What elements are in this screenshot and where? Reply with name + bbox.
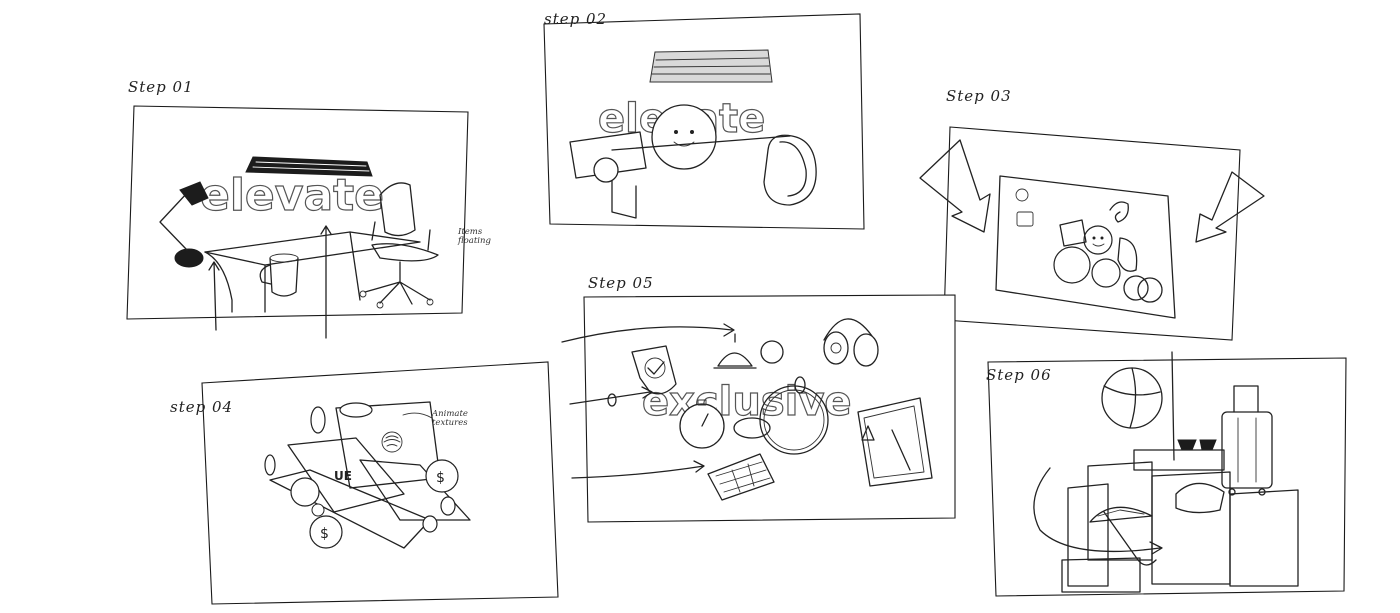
frame-1-wordart: elevate (200, 170, 384, 221)
svg-text:UE: UE (334, 469, 352, 483)
keypad-icon (707, 453, 775, 501)
podiums (1061, 449, 1299, 593)
warning-tablet-icon (857, 397, 933, 487)
note-animate-textures: Animate textures (432, 409, 468, 428)
service-bell-icon (713, 333, 757, 369)
keyboard-icon (245, 156, 373, 177)
frame-step-01: elevate (126, 105, 469, 339)
frame-step-03 (919, 126, 1265, 341)
arrow-right-icon (919, 139, 991, 233)
step-01-label: Step 01 (128, 78, 194, 96)
headphones-icon (823, 318, 879, 367)
step-06-label: Step 06 (986, 366, 1052, 384)
step-05-label: Step 05 (588, 274, 654, 292)
dollar-icon-2: $ (320, 526, 329, 542)
ring-icon (759, 385, 829, 455)
items-cluster (1053, 201, 1138, 288)
desk-lamp-icon (159, 181, 209, 268)
office-chair-icon (359, 182, 439, 309)
frame-step-05: exclusive (561, 294, 956, 523)
mug-icon (259, 253, 299, 297)
stopwatch-icon (679, 399, 725, 449)
frame-step-04: UE $ $ (201, 361, 559, 605)
step-04-label: step 04 (170, 398, 234, 416)
smiley-ball-icon (651, 104, 717, 170)
pillow-icon (763, 134, 817, 206)
frame-step-06 (987, 351, 1347, 597)
compact-mirror-icon (733, 417, 771, 439)
suitcase-icon (1221, 385, 1273, 496)
credit-card-icon (995, 175, 1176, 319)
step-03-label: Step 03 (946, 87, 1012, 105)
cap-icon (1175, 482, 1225, 514)
umbrella-icon (1089, 506, 1157, 566)
note-items-floating: Items floating (458, 227, 491, 246)
frame-5-wordart: exclusive (642, 379, 852, 425)
arrow-left-icon (1195, 171, 1265, 243)
frame-step-02: elevate (543, 13, 865, 230)
cylinder-icon (569, 131, 647, 183)
step-02-label: step 02 (544, 10, 608, 28)
beach-ball-icon (1101, 367, 1163, 429)
coins-cluster: $ $ (264, 402, 459, 549)
dollar-icon: $ (436, 470, 445, 486)
